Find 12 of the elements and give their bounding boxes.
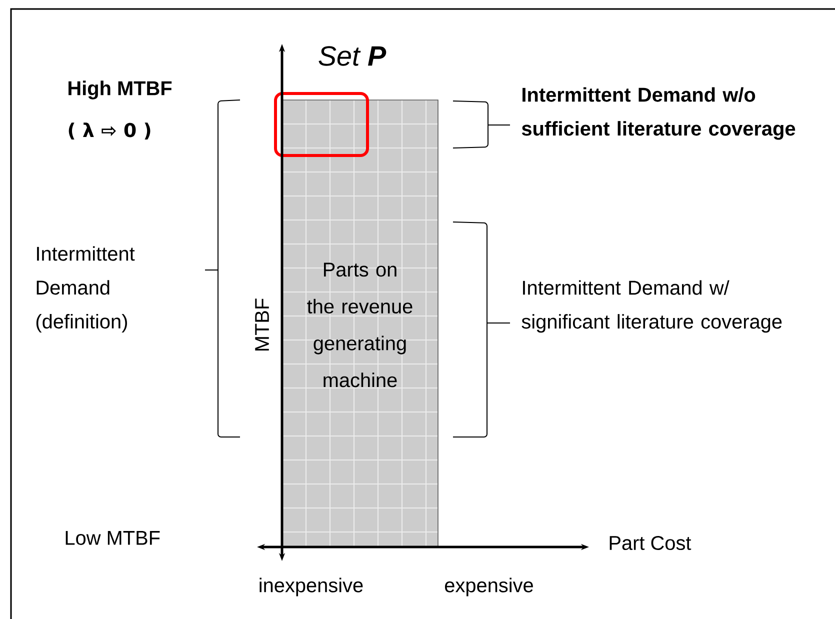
- bracket-label: Intermittent Demand w/ significant literature coverage: [522, 280, 782, 333]
- parts-area: Parts on the revenue generating machine: [282, 100, 438, 548]
- formula-label: ( λ ⇨ 0 ): [68, 122, 150, 140]
- axis-label: Part Cost: [610, 536, 692, 550]
- axis-end-label: High MTBF: [68, 80, 172, 100]
- axis-end-label: inexpensive: [260, 578, 363, 596]
- axis-title: Set P: [318, 46, 386, 66]
- bracket-label: Intermittent Demand (definition): [36, 246, 135, 332]
- highlight-box: [274, 92, 369, 157]
- axis-end-label: expensive: [445, 578, 533, 596]
- axis-end-label: Low MTBF: [66, 531, 160, 545]
- bracket-label: Intermittent Demand w/o sufficient literature coverage: [522, 87, 796, 140]
